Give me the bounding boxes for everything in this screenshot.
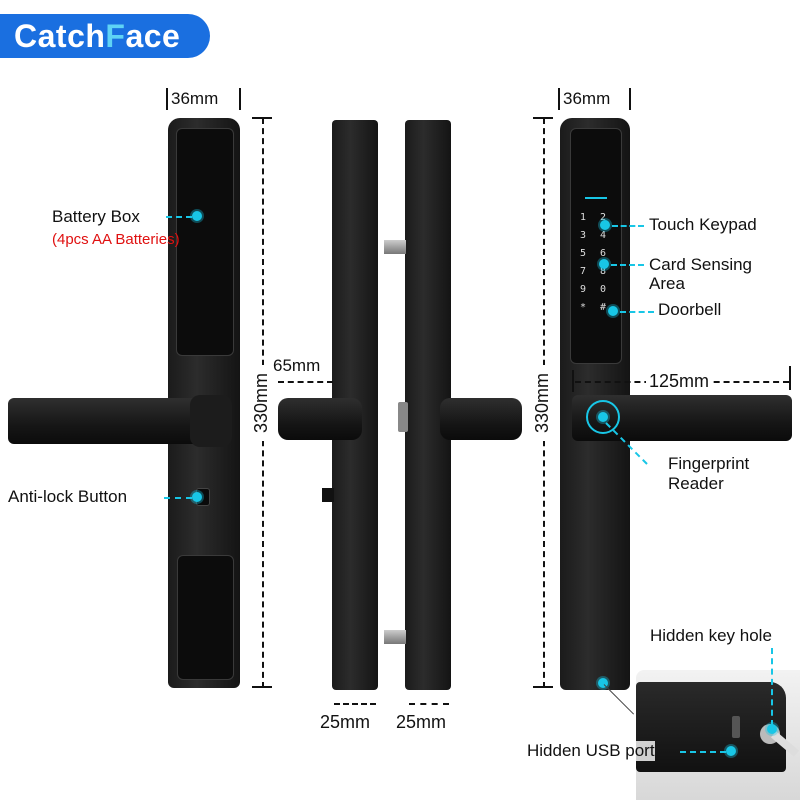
touch-keypad-label: Touch Keypad [649, 215, 757, 234]
dim-tick [789, 366, 791, 390]
height-right-label: 330mm [532, 365, 554, 441]
key-1[interactable]: 1 [580, 212, 587, 223]
key-8[interactable]: 8 [600, 266, 607, 277]
side-b-label: 25mm [396, 712, 447, 732]
keypad-marker [600, 220, 610, 230]
leader-line [164, 497, 192, 499]
dim-line [409, 703, 449, 705]
doorbell-marker [608, 306, 618, 316]
card-sensing-label: Card Sensing [649, 255, 753, 274]
inset-marker [598, 678, 608, 688]
lower-cover [177, 555, 234, 680]
dim-tick [558, 88, 560, 110]
usb-port [732, 716, 740, 738]
leader-line [611, 264, 644, 266]
key-star[interactable]: * [580, 302, 587, 313]
key-hash[interactable]: # [600, 302, 607, 313]
dim-tick [252, 117, 272, 119]
dim-tick [533, 117, 553, 119]
latch [322, 488, 334, 502]
fingerprint-marker [598, 412, 608, 422]
card-marker [599, 259, 609, 269]
leader-line [680, 751, 726, 753]
anti-lock-label: Anti-lock Button [8, 487, 128, 506]
touch-keypad[interactable]: 1 2 3 4 5 6 7 8 9 0 * # [580, 212, 620, 313]
battery-note: (4pcs AA Batteries) [52, 231, 180, 248]
doorbell-label: Doorbell [658, 300, 722, 319]
thickness-label: 65mm [273, 356, 321, 375]
height-left-label: 330mm [251, 365, 273, 441]
leader-line [771, 648, 773, 726]
anti-lock-marker [192, 492, 202, 502]
leader-line [612, 225, 644, 227]
width-left-label: 36mm [171, 89, 219, 108]
leader-line [620, 311, 654, 313]
key-hole-marker [767, 724, 777, 734]
mount-pin [384, 630, 406, 644]
handle-rose [190, 395, 232, 447]
dim-tick [239, 88, 241, 110]
logo-text: Catch [14, 17, 106, 54]
fingerprint-label-2: Reader [668, 474, 724, 493]
mount-pin [384, 240, 406, 254]
status-light [585, 197, 607, 199]
key-5[interactable]: 5 [580, 248, 587, 259]
width-right-label: 36mm [563, 89, 611, 108]
battery-box-label: Battery Box [52, 207, 140, 226]
key-6[interactable]: 6 [600, 248, 607, 259]
dim-tick [572, 370, 574, 392]
fingerprint-ring [586, 400, 620, 434]
dim-tick [629, 88, 631, 110]
logo-text-end: ace [125, 17, 181, 54]
key-3[interactable]: 3 [580, 230, 587, 241]
hidden-key-label: Hidden key hole [650, 626, 772, 645]
inset-photo [636, 670, 800, 800]
dim-tick [533, 686, 553, 688]
leader-line [166, 216, 192, 218]
battery-cover [176, 128, 234, 356]
dim-tick [252, 686, 272, 688]
usb-marker [726, 746, 736, 756]
cylinder [398, 402, 408, 432]
dim-line [278, 381, 333, 383]
keypad-panel [570, 128, 622, 364]
side-handle-b [440, 398, 522, 440]
key-7[interactable]: 7 [580, 266, 587, 277]
dim-tick [166, 88, 168, 110]
dim-line [334, 703, 376, 705]
fingerprint-label: Fingerprint [668, 454, 750, 473]
logo-text-f: F [105, 17, 126, 54]
battery-marker [192, 211, 202, 221]
key-9[interactable]: 9 [580, 284, 587, 295]
key-2[interactable]: 2 [600, 212, 607, 223]
hidden-usb-label: Hidden USB port [527, 741, 655, 761]
key-0[interactable]: 0 [600, 284, 607, 295]
key-4[interactable]: 4 [600, 230, 607, 241]
card-sensing-label-2: Area [649, 274, 685, 293]
handle-length-label: 125mm [646, 371, 713, 392]
side-handle-a [278, 398, 362, 440]
side-a-label: 25mm [320, 712, 371, 732]
